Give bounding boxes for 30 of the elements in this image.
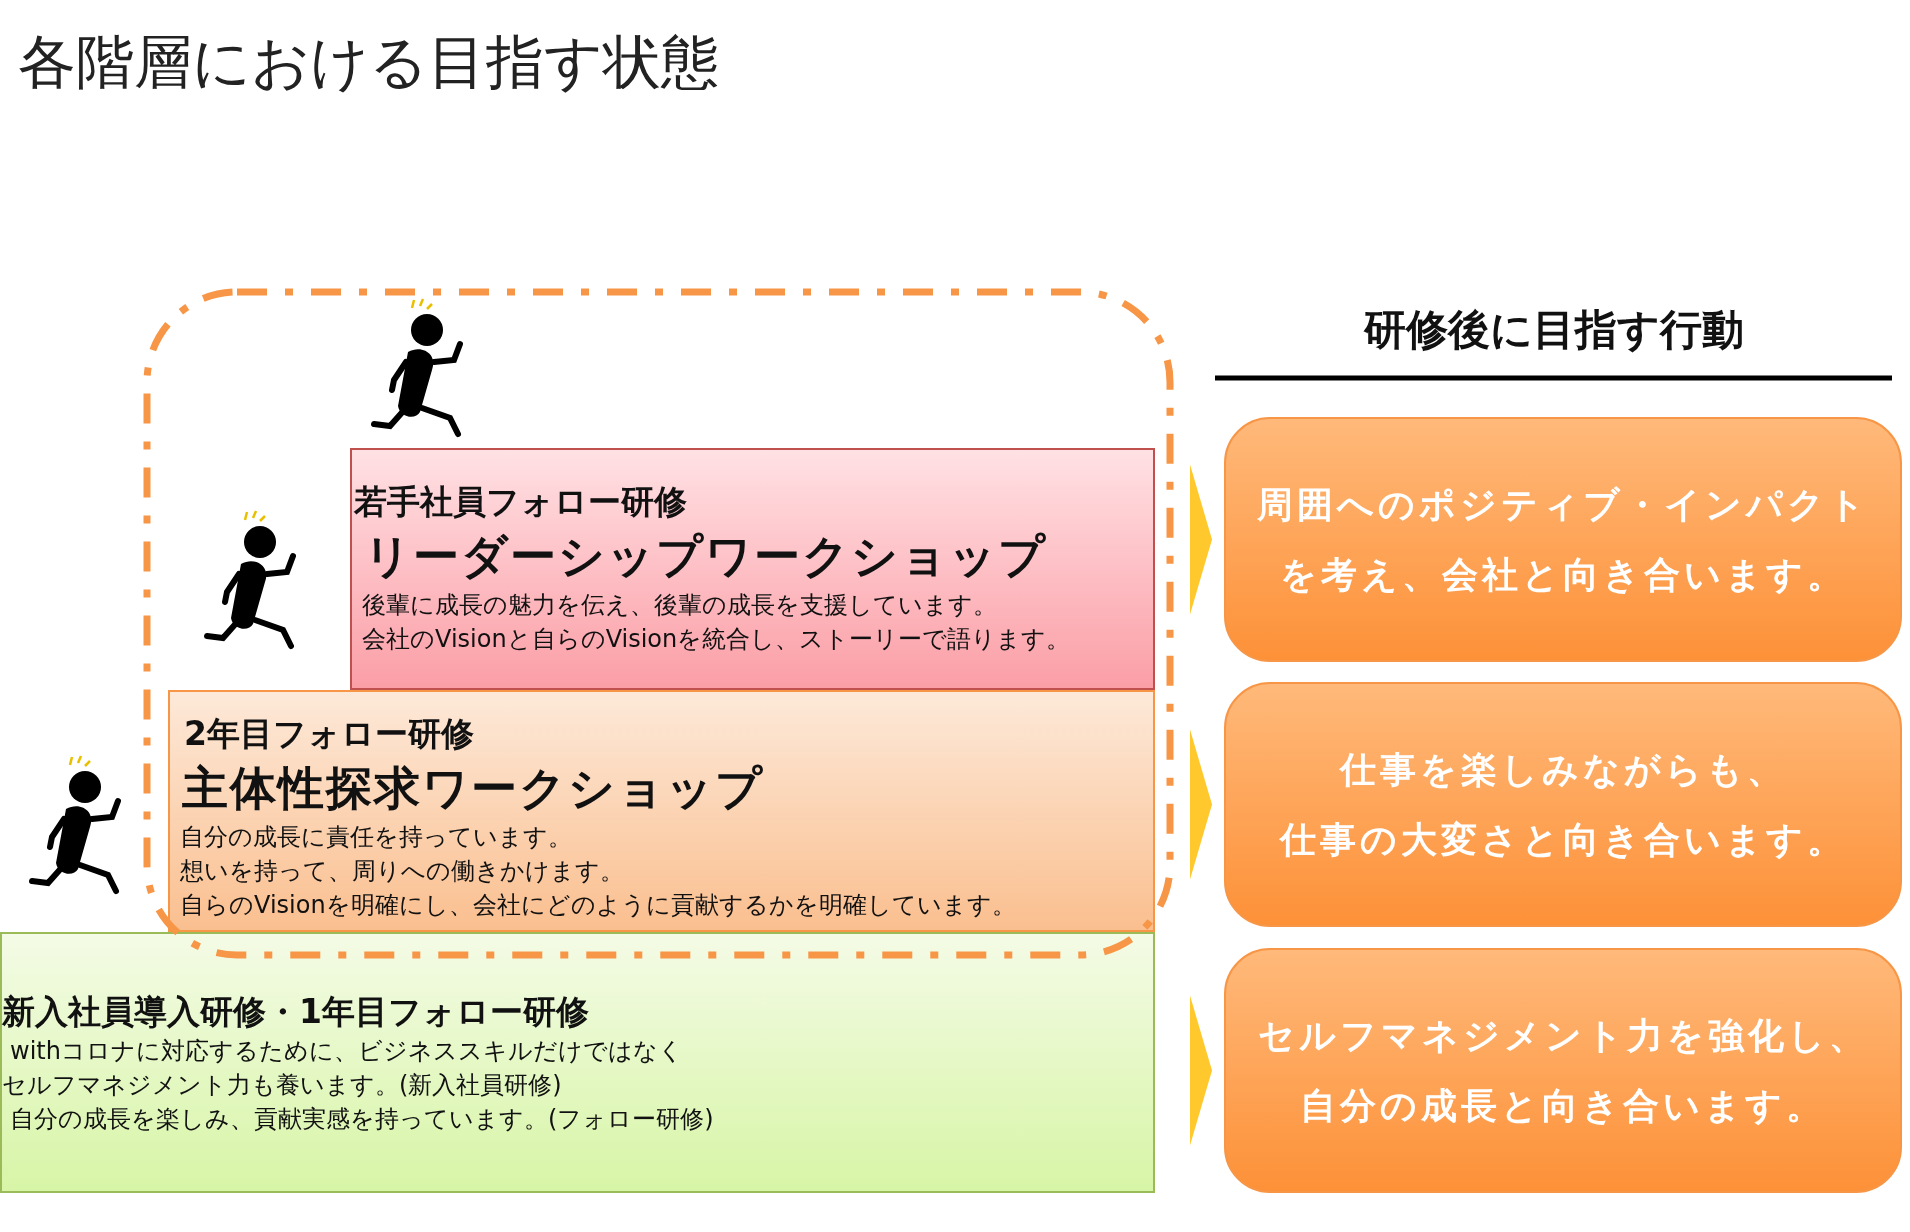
title: 各階層における目指す状態 (18, 27, 719, 98)
program-title: 若手社員フォロー研修 (353, 481, 687, 523)
behavior-text: セルフマネジメント力を強化し、 (1257, 1013, 1869, 1058)
behavior-box (1224, 682, 1902, 927)
behavior-box (1224, 948, 1902, 1193)
workshop-title: 主体性探求ワークショップ (181, 760, 764, 817)
program-box (350, 448, 1155, 690)
program-box (168, 690, 1155, 932)
description-text: 会社のVisionと自らのVisionを統合し、ストーリーで語ります。 (361, 624, 1071, 655)
behavior-text: 周囲へのポジティブ・インパクト (1257, 482, 1869, 527)
description-text: セルフマネジメント力も養います。(新入社員研修) (2, 1070, 562, 1101)
section-heading: 研修後に目指す行動 (1362, 304, 1745, 356)
description-text: 後輩に成長の魅力を伝え、後輩の成長を支援しています。 (361, 590, 997, 621)
description-text: 自分の成長を楽しみ、貢献実感を持っています。(フォロー研修) (9, 1104, 714, 1135)
description-text: withコロナに対応するために、ビジネススキルだけではなく (9, 1036, 683, 1067)
behavior-box (1224, 417, 1902, 662)
behavior-text: 仕事を楽しみながらも、 (1339, 747, 1787, 792)
behavior-text: 自分の成長と向き合います。 (1300, 1083, 1826, 1128)
description-text: 想いを持って、周りへの働きかけます。 (179, 856, 624, 887)
chevron-arrow (1190, 729, 1212, 880)
workshop-title: リーダーシップワークショップ (363, 528, 1047, 585)
program-title: 新入社員導入研修・1年目フォロー研修 (2, 991, 589, 1033)
program-box (0, 932, 1155, 1193)
behavior-text: を考え、会社と向き合います。 (1279, 552, 1847, 597)
description-text: 自分の成長に責任を持っています。 (179, 822, 572, 853)
chevron-arrow (1190, 995, 1212, 1146)
program-title: 2年目フォロー研修 (183, 713, 474, 755)
chevron-arrow (1190, 464, 1212, 615)
behavior-text: 仕事の大変さと向き合います。 (1279, 817, 1847, 862)
description-text: 自らのVisionを明確にし、会社にどのように貢献するかを明確しています。 (179, 890, 1016, 921)
